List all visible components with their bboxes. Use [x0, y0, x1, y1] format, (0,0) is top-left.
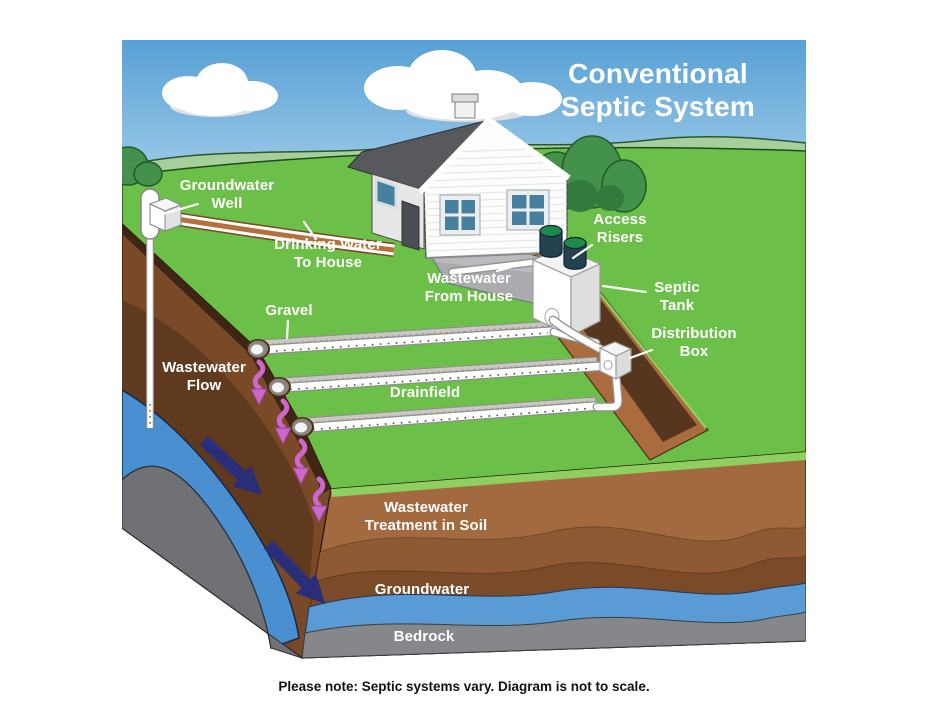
diagram-caption: Please note: Septic systems vary. Diagra…	[278, 679, 650, 694]
label-bedrock: Bedrock	[393, 628, 455, 645]
leader-lines	[161, 202, 654, 360]
label-gravel: Gravel	[265, 302, 313, 319]
drainfield	[246, 320, 623, 437]
drainfield-pipe-3	[290, 371, 623, 437]
access-riser-2	[563, 236, 587, 270]
bedrock-left-face	[122, 465, 303, 659]
wastewater-arrow	[274, 398, 292, 446]
label-drainfield: Drainfield	[389, 384, 461, 401]
label-wastewater-treatment: Wastewater Treatment in Soil	[364, 499, 488, 535]
bedrock-band	[301, 611, 806, 659]
leader-groundwater-well	[161, 202, 200, 216]
siding-lines	[424, 147, 567, 258]
label-wastewater-flow: Wastewater Flow	[162, 359, 246, 395]
front-window-right	[506, 189, 550, 231]
drainfield-pipe-1	[246, 320, 601, 359]
leader-septic-tank	[601, 284, 648, 294]
label-wastewater-from-house: Wastewater From House	[424, 270, 514, 306]
access-riser-1	[539, 224, 563, 258]
leader-drinking-water	[302, 220, 318, 241]
label-septic-tank: Septic Tank	[654, 279, 700, 315]
drainfield-pipe-2	[267, 356, 609, 397]
label-distribution-box: Distribution Box	[651, 325, 737, 361]
leader-access-risers	[571, 243, 594, 260]
leader-gravel	[285, 319, 290, 340]
wastewater-arrow	[250, 359, 268, 407]
stream-arrow	[264, 540, 326, 604]
front-window-left	[439, 194, 481, 236]
groundwater-well	[140, 188, 183, 428]
well-head-box	[148, 197, 183, 232]
stream-arrow	[199, 436, 263, 496]
door	[401, 200, 420, 251]
label-groundwater-well: Groundwater Well	[179, 177, 275, 213]
leader-wastewater-from-house	[495, 261, 528, 273]
label-access-risers: Access Risers	[593, 211, 647, 247]
wastewater-arrow	[310, 476, 328, 524]
roof-fascia	[417, 117, 571, 195]
leader-distribution-box	[628, 348, 654, 360]
label-groundwater: Groundwater	[374, 581, 470, 598]
house	[347, 93, 571, 259]
grass-edge-strip	[331, 452, 806, 497]
chimney-cap	[451, 93, 479, 103]
drinking-water-pipe	[156, 209, 395, 257]
distribution-box	[598, 341, 633, 380]
wastewater-arrow	[292, 438, 310, 486]
cloud-left	[162, 63, 278, 117]
wastewater-flow-arrows	[250, 359, 328, 524]
stream-flow-arrows	[199, 436, 326, 604]
diagram-title: Conventional Septic System	[560, 58, 756, 123]
label-drinking-water: Drinking Water To House	[274, 236, 382, 272]
left-window	[374, 176, 398, 211]
front-soil-face	[301, 451, 806, 659]
